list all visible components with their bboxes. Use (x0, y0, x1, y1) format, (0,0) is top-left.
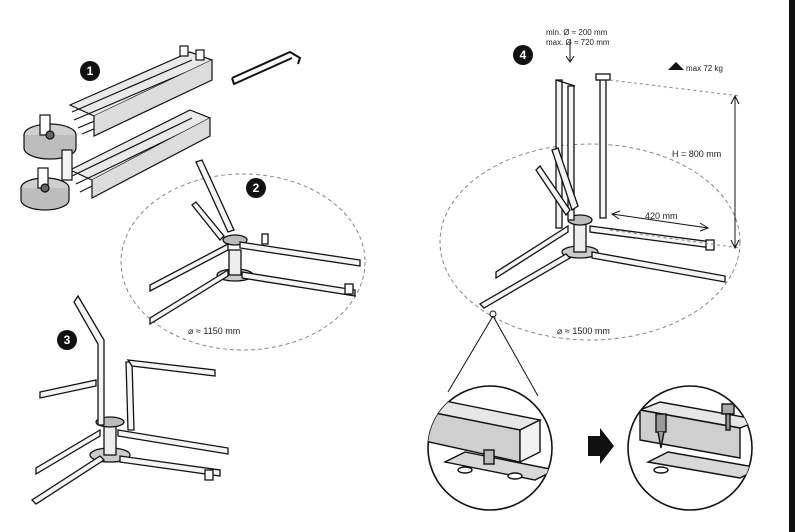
max-load-label: max 72 kg (686, 64, 723, 73)
step4-stand (439, 42, 741, 341)
min-diameter-label: min. Ø ≈ 200 mm (546, 28, 608, 37)
diameter-label-step4: ⌀ ≈ 1500 mm (557, 326, 610, 336)
step-1-badge: 1 (80, 61, 100, 81)
diameter-label-step2: ⌀ ≈ 1150 mm (188, 326, 241, 336)
arm-length-label: 420 mm (645, 211, 678, 221)
foot-detail-callouts (427, 310, 753, 511)
right-border (789, 0, 795, 532)
step-2-badge: 2 (246, 178, 266, 198)
step2-stand (120, 159, 366, 351)
weight-icon (668, 62, 684, 70)
max-diameter-label: max. Ø ≈ 720 mm (546, 38, 610, 47)
step-4-badge: 4 (513, 45, 533, 65)
step3-stand (30, 294, 229, 505)
step-3-badge: 3 (57, 330, 77, 350)
height-label: H = 800 mm (672, 149, 722, 159)
arrow-right-icon (588, 428, 614, 464)
step1-parts (20, 45, 302, 211)
